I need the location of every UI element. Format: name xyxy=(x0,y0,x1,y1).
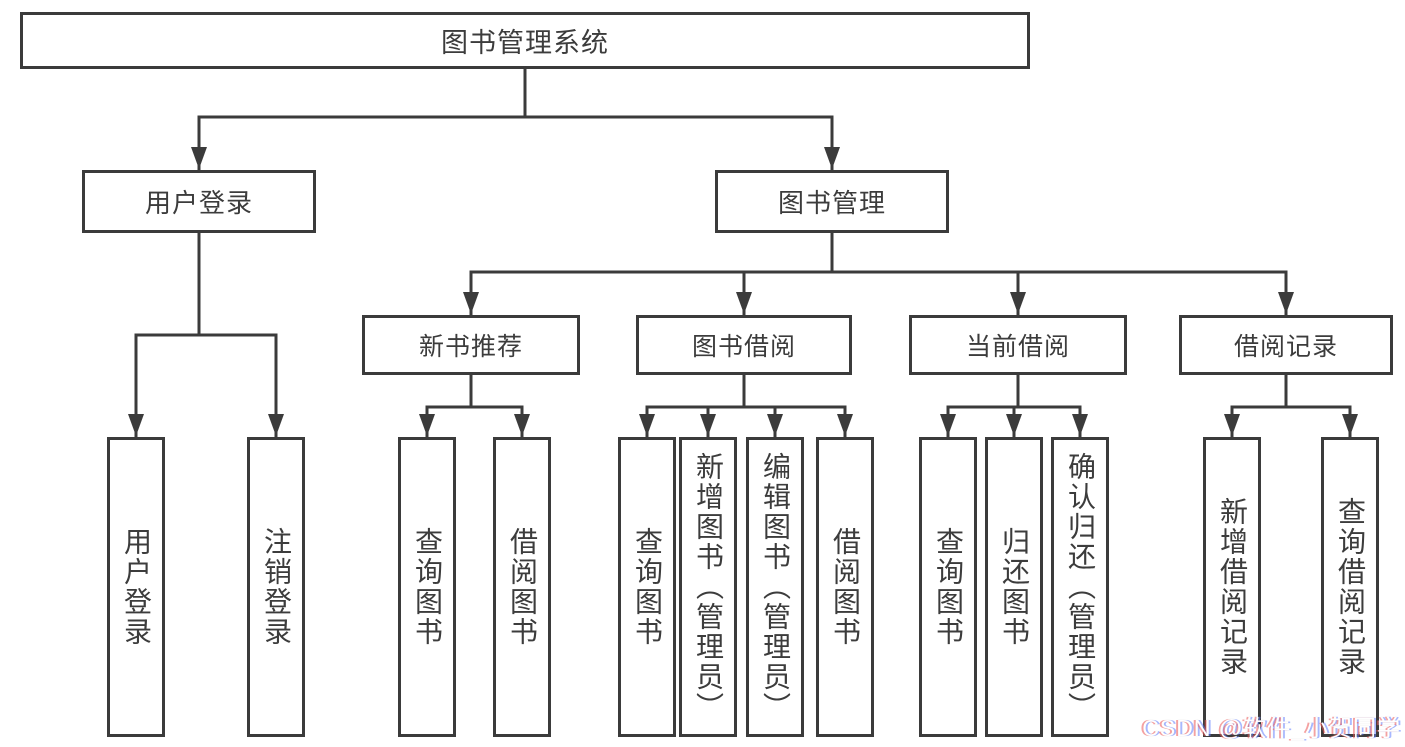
leaf-confirm-return-admin: 确认归还（管理员） xyxy=(1051,437,1109,737)
leaf-query-books-borrow: 查询图书 xyxy=(618,437,676,737)
leaf-user-login: 用户登录 xyxy=(107,437,165,737)
node-label: 用户登录 xyxy=(144,188,253,218)
leaf-borrow-books-recommend: 借阅图书 xyxy=(493,437,551,737)
node-label: 当前借阅 xyxy=(965,333,1070,361)
node-label: 确认归还（管理员） xyxy=(1065,452,1096,722)
leaf-edit-books-admin: 编辑图书（管理员） xyxy=(746,437,804,737)
node-user-login: 用户登录 xyxy=(82,170,316,233)
node-label: 图书借阅 xyxy=(691,333,796,361)
leaf-query-borrow-record: 查询借阅记录 xyxy=(1321,437,1379,737)
leaf-query-books-recommend: 查询图书 xyxy=(398,437,456,737)
node-label: 借阅图书 xyxy=(507,527,538,647)
leaf-add-books-admin: 新增图书（管理员） xyxy=(679,437,737,737)
node-label: 查询图书 xyxy=(412,527,443,647)
leaf-add-borrow-record: 新增借阅记录 xyxy=(1203,437,1261,737)
node-new-book-recommend: 新书推荐 xyxy=(362,315,580,375)
node-label: 图书管理系统 xyxy=(441,28,609,58)
leaf-borrow-books: 借阅图书 xyxy=(816,437,874,737)
node-borrowing-records: 借阅记录 xyxy=(1179,315,1393,375)
node-library-system: 图书管理系统 xyxy=(20,12,1030,69)
leaf-query-books-current: 查询图书 xyxy=(919,437,977,737)
node-label: 借阅图书 xyxy=(830,527,861,647)
node-label: 新增图书（管理员） xyxy=(693,452,724,722)
node-book-borrowing: 图书借阅 xyxy=(636,315,852,375)
node-label: 查询图书 xyxy=(632,527,663,647)
node-label: 图书管理 xyxy=(777,188,886,218)
node-label: 查询图书 xyxy=(933,527,964,647)
node-label: 借阅记录 xyxy=(1233,333,1338,361)
node-current-borrowing: 当前借阅 xyxy=(909,315,1127,375)
csdn-watermark: CSDN @软件_小贺同学 xyxy=(1142,715,1401,741)
node-book-management: 图书管理 xyxy=(715,170,949,233)
node-label: 编辑图书（管理员） xyxy=(760,452,791,722)
leaf-return-books: 归还图书 xyxy=(985,437,1043,737)
node-label: 注销登录 xyxy=(261,527,292,647)
node-label: 查询借阅记录 xyxy=(1335,497,1366,677)
node-label: 新书推荐 xyxy=(418,333,523,361)
node-label: 新增借阅记录 xyxy=(1217,497,1248,677)
node-label: 归还图书 xyxy=(999,527,1030,647)
node-label: 用户登录 xyxy=(121,527,152,647)
leaf-logout: 注销登录 xyxy=(247,437,305,737)
